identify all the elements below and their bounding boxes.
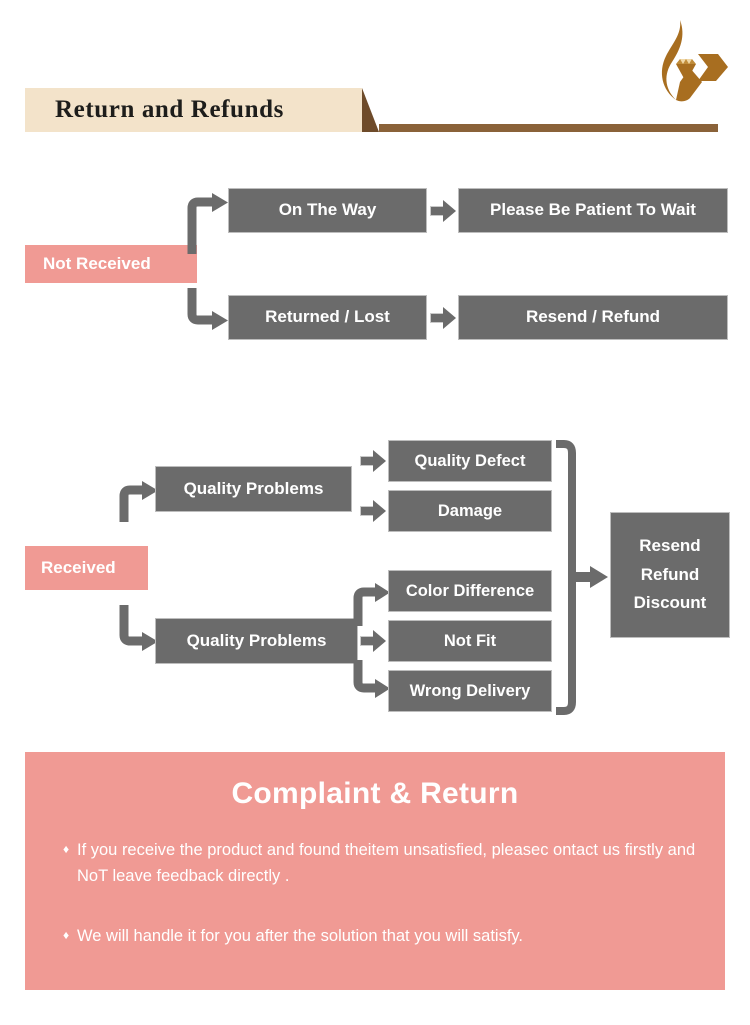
flow-box-please-be-patient: Please Be Patient To Wait — [458, 188, 728, 233]
arrow-right-not-fit — [360, 630, 387, 652]
elbow-arrow-up-right-2 — [118, 466, 160, 522]
flow-box-on-the-way: On The Way — [228, 188, 427, 233]
flame-diamond-logo-icon — [650, 18, 730, 103]
elbow-arrow-down-right-2 — [118, 605, 160, 657]
elbow-arrow-down-right-3 — [352, 660, 392, 708]
status-badge-not-received: Not Received — [25, 245, 197, 283]
banner-underline-rule — [379, 124, 718, 132]
outcome-line-2: Refund — [640, 564, 700, 584]
flow-box-damage: Damage — [388, 490, 552, 532]
outcome-line-1: Resend — [639, 535, 701, 555]
elbow-arrow-down-right-1 — [186, 288, 230, 332]
complaint-panel: Complaint & Return ♦ If you receive the … — [25, 752, 725, 990]
status-badge-received: Received — [25, 546, 148, 590]
flow-box-color-difference: Color Difference — [388, 570, 552, 612]
arrow-right-returned-lost — [430, 307, 457, 329]
flow-box-resend-refund-discount: Resend Refund Discount — [610, 512, 730, 638]
flow-box-resend-refund: Resend / Refund — [458, 295, 728, 340]
not-received-label: Not Received — [43, 254, 151, 273]
received-label: Received — [41, 558, 116, 577]
section-banner: Return and Refunds — [25, 88, 362, 132]
complaint-title: Complaint & Return — [231, 777, 519, 810]
merge-bracket — [552, 440, 612, 715]
banner-tail-triangle — [362, 88, 379, 132]
flow-box-wrong-delivery: Wrong Delivery — [388, 670, 552, 712]
arrow-right-quality-defect — [360, 450, 387, 472]
elbow-arrow-up-right-3 — [352, 578, 392, 626]
page-title: Return and Refunds — [55, 96, 284, 123]
flow-box-quality-defect: Quality Defect — [388, 440, 552, 482]
bullet-diamond-icon: ♦ — [62, 928, 70, 942]
arrow-right-on-the-way — [430, 200, 457, 222]
bullet-diamond-icon: ♦ — [62, 842, 70, 856]
flow-box-not-fit: Not Fit — [388, 620, 552, 662]
complaint-bullet-2: ♦ We will handle it for you after the so… — [55, 924, 700, 950]
outcome-line-3: Discount — [633, 593, 707, 613]
complaint-bullet-1: ♦ If you receive the product and found t… — [55, 838, 700, 889]
flow-box-quality-problems-1: Quality Problems — [155, 466, 352, 512]
flow-box-quality-problems-2: Quality Problems — [155, 618, 358, 664]
complaint-bullet-1-text: If you receive the product and found the… — [77, 841, 696, 885]
flow-box-returned-lost: Returned / Lost — [228, 295, 427, 340]
complaint-bullet-2-text: We will handle it for you after the solu… — [77, 927, 524, 945]
arrow-right-damage — [360, 500, 387, 522]
elbow-arrow-up-right-1 — [186, 192, 230, 254]
